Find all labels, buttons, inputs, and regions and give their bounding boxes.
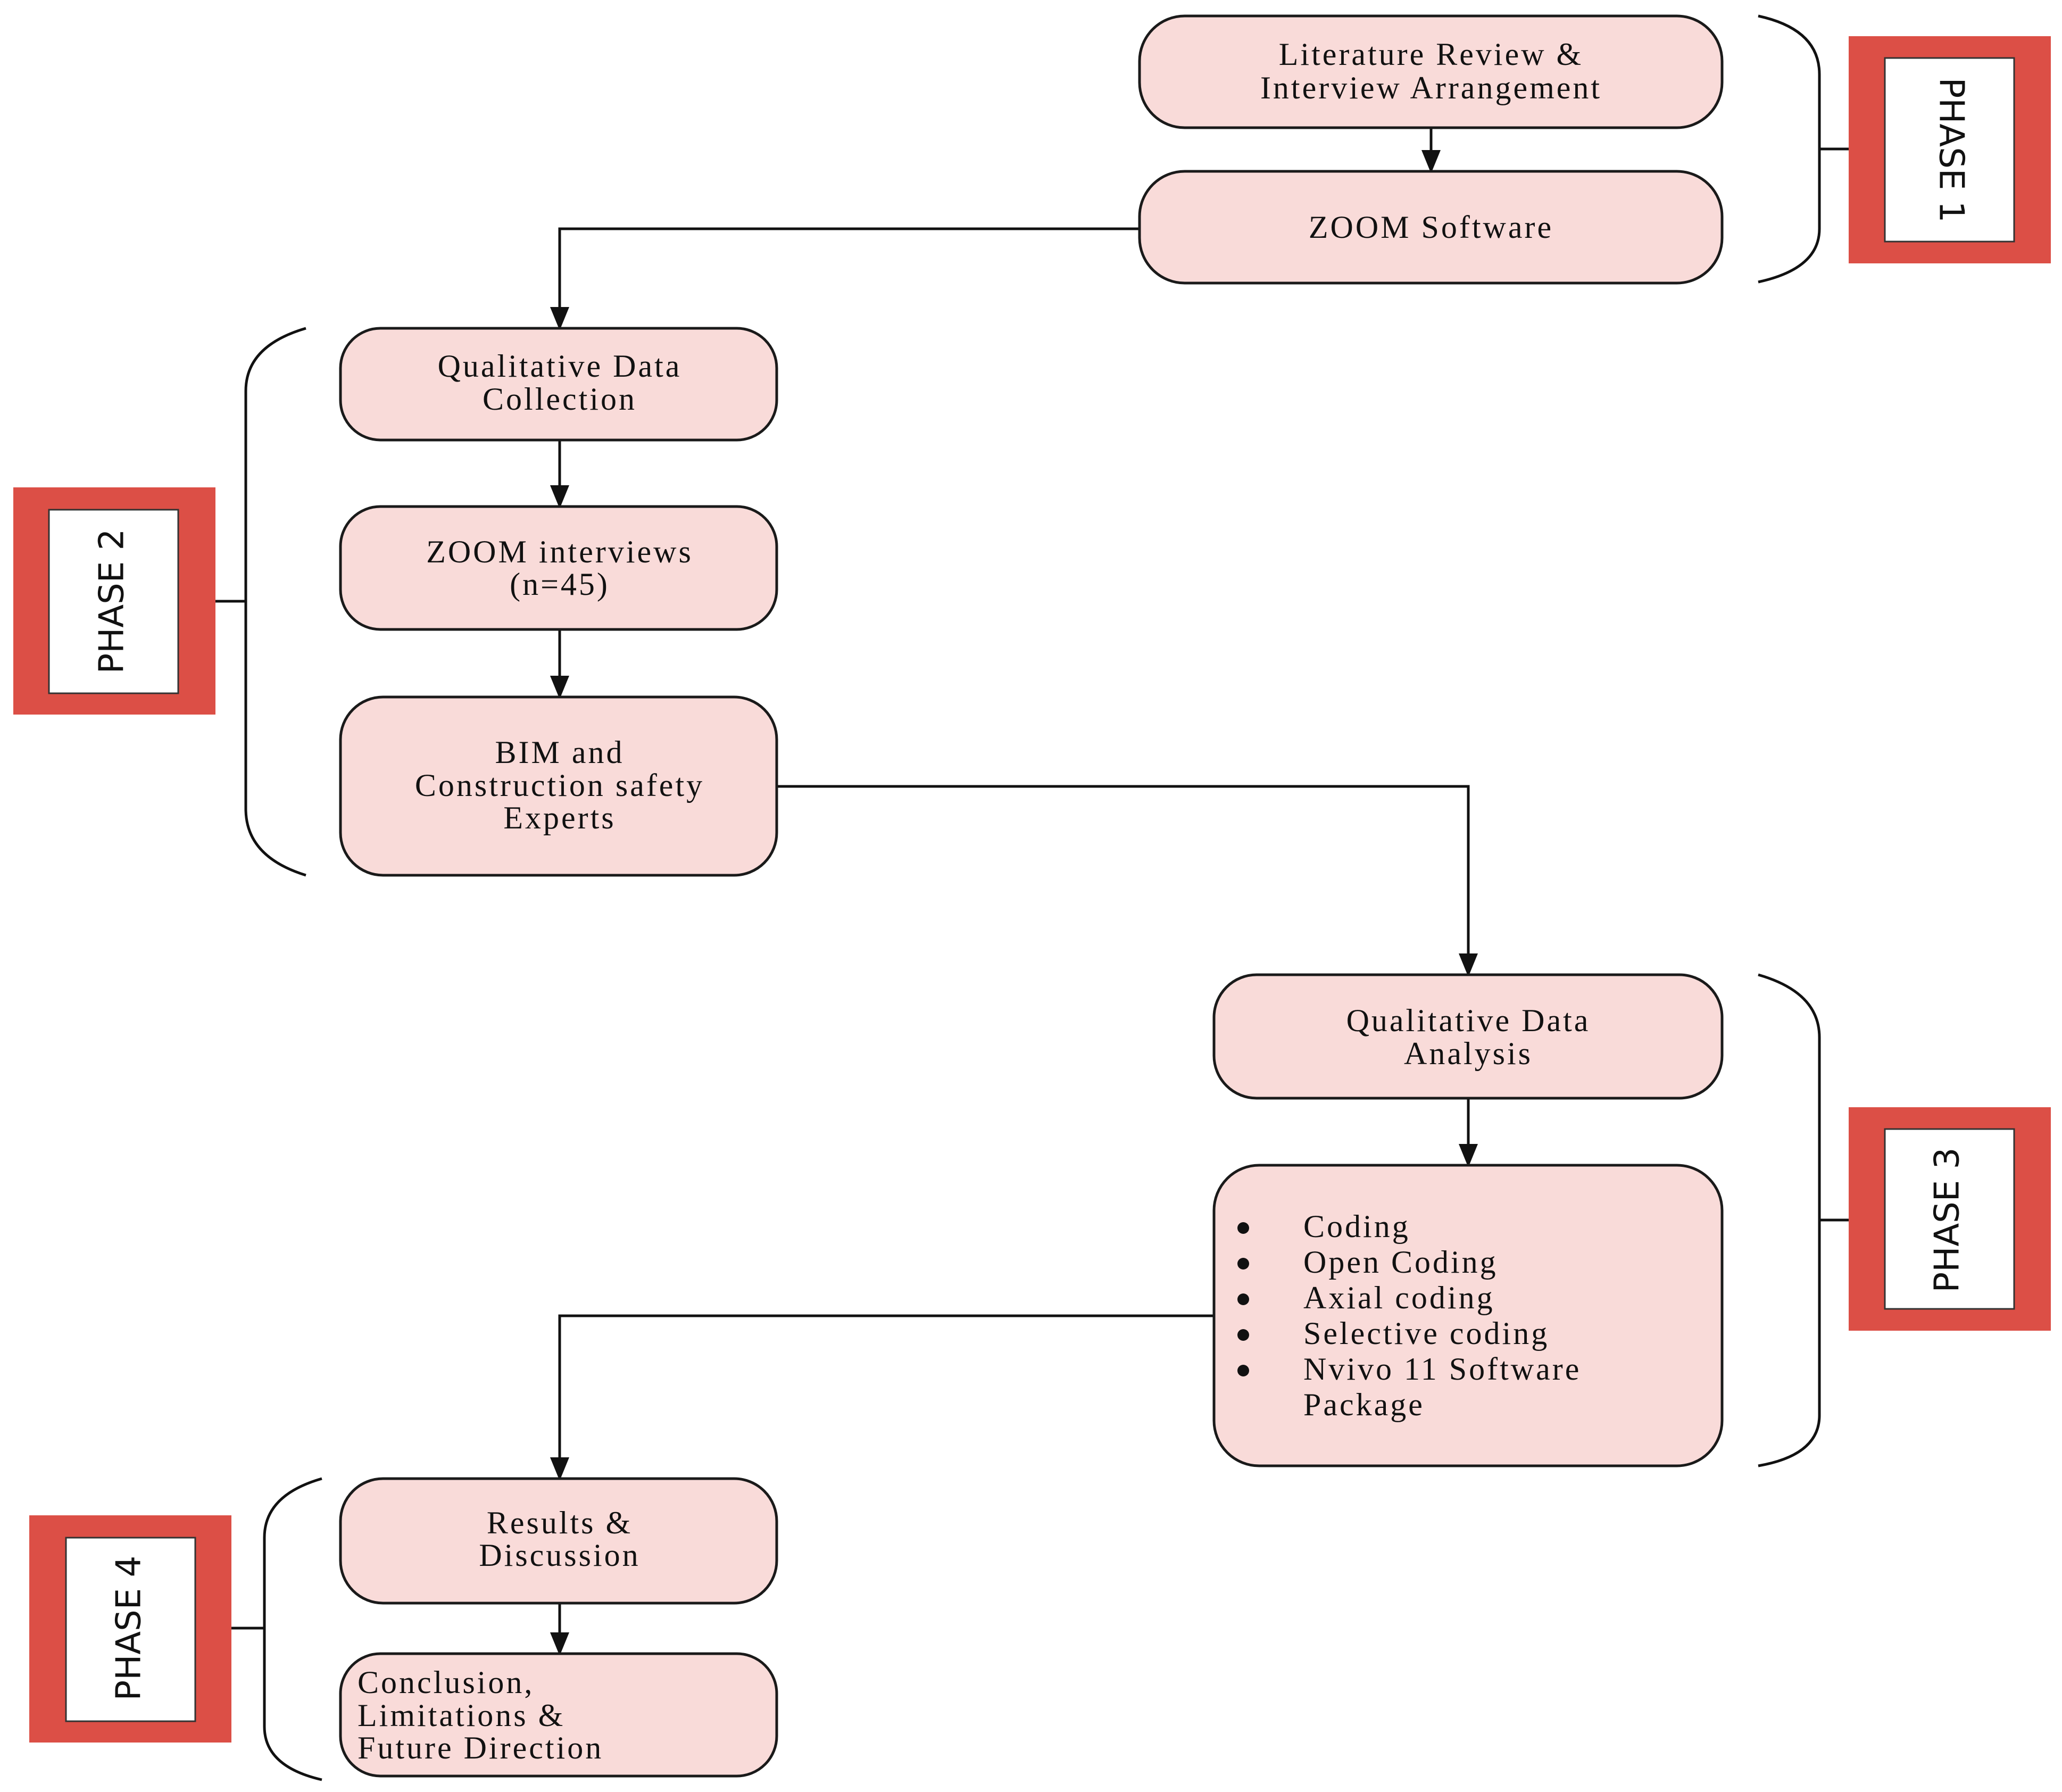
coding-bullet-3 (1237, 1293, 1249, 1305)
phase1-brace (1758, 14, 1821, 284)
conclusion-node: Conclusion, Limitations & Future Directi… (339, 1652, 778, 1778)
arrow-bim-experts-to-data-analysis (777, 785, 1478, 977)
zoom-interviews-line-2: (n=45) (510, 567, 610, 602)
phase3-label: PHASE 3 (1849, 1107, 2051, 1331)
phase1-text: PHASE 1 (1931, 78, 1970, 223)
bim-experts-line-1: BIM and (495, 735, 625, 770)
coding-list-item-1: Coding (1303, 1209, 1410, 1244)
literature-review-line-1: Literature Review & (1279, 37, 1583, 72)
bim-experts-line-2: Construction safety (415, 768, 704, 803)
qualitative-data-analysis-node: Qualitative Data Analysis (1212, 973, 1724, 1100)
arrow-coding-list-to-results (550, 1314, 1214, 1481)
results-line-2: Discussion (479, 1538, 640, 1573)
bim-experts-line-3: Experts (503, 800, 616, 835)
zoom-interviews-node: ZOOM interviews (n=45) (339, 505, 778, 631)
phase2-text: PHASE 2 (93, 529, 132, 674)
data-analysis-line-2: Analysis (1404, 1036, 1533, 1071)
coding-bullet-1 (1237, 1222, 1249, 1234)
phase3-brace (1758, 973, 1821, 1467)
zoom-software-node: ZOOM Software (1138, 170, 1724, 285)
phase2-inner (48, 509, 179, 694)
conclusion-line-2: Limitations & (357, 1698, 565, 1733)
phase3-inner (1884, 1128, 2015, 1310)
phase4-inner (65, 1537, 196, 1722)
phase1-inner (1884, 57, 2015, 243)
coding-list-item-3: Axial coding (1303, 1280, 1495, 1315)
phase4-text: PHASE 4 (110, 1556, 149, 1701)
coding-bullet-4 (1237, 1329, 1249, 1341)
literature-review-line-2: Interview Arrangement (1260, 70, 1602, 105)
zoom-software-line-1: ZOOM Software (1309, 210, 1553, 245)
literature-review-node: Literature Review & Interview Arrangemen… (1138, 14, 1724, 129)
phase4-label: PHASE 4 (29, 1515, 231, 1743)
phase3-text: PHASE 3 (1928, 1148, 1967, 1293)
results-line-1: Results & (487, 1505, 633, 1540)
coding-list-item-6: Package (1303, 1387, 1425, 1422)
phase1-label: PHASE 1 (1849, 36, 2051, 263)
coding-list-item-4: Selective coding (1303, 1316, 1549, 1351)
data-collection-line-1: Qualitative Data (438, 349, 682, 384)
data-collection-line-2: Collection (483, 381, 637, 417)
coding-list-item-2: Open Coding (1303, 1245, 1498, 1280)
coding-list-item-5: Nvivo 11 Software (1303, 1351, 1581, 1387)
results-discussion-node: Results & Discussion (339, 1477, 778, 1605)
zoom-interviews-line-1: ZOOM interviews (426, 534, 693, 569)
phase4-brace (263, 1477, 322, 1781)
data-analysis-line-1: Qualitative Data (1346, 1003, 1591, 1038)
coding-list-node: Coding Open Coding Axial coding Selectiv… (1212, 1164, 1724, 1467)
arrow-zoom-software-to-data-collection (550, 227, 1140, 330)
qualitative-data-collection-node: Qualitative Data Collection (339, 327, 778, 442)
bim-experts-node: BIM and Construction safety Experts (339, 695, 778, 877)
coding-bullet-5 (1237, 1365, 1249, 1376)
phase2-brace (244, 327, 306, 877)
coding-bullet-2 (1237, 1258, 1249, 1270)
phase2-label: PHASE 2 (13, 487, 215, 715)
conclusion-line-3: Future Direction (357, 1730, 603, 1765)
conclusion-line-1: Conclusion, (357, 1665, 534, 1700)
